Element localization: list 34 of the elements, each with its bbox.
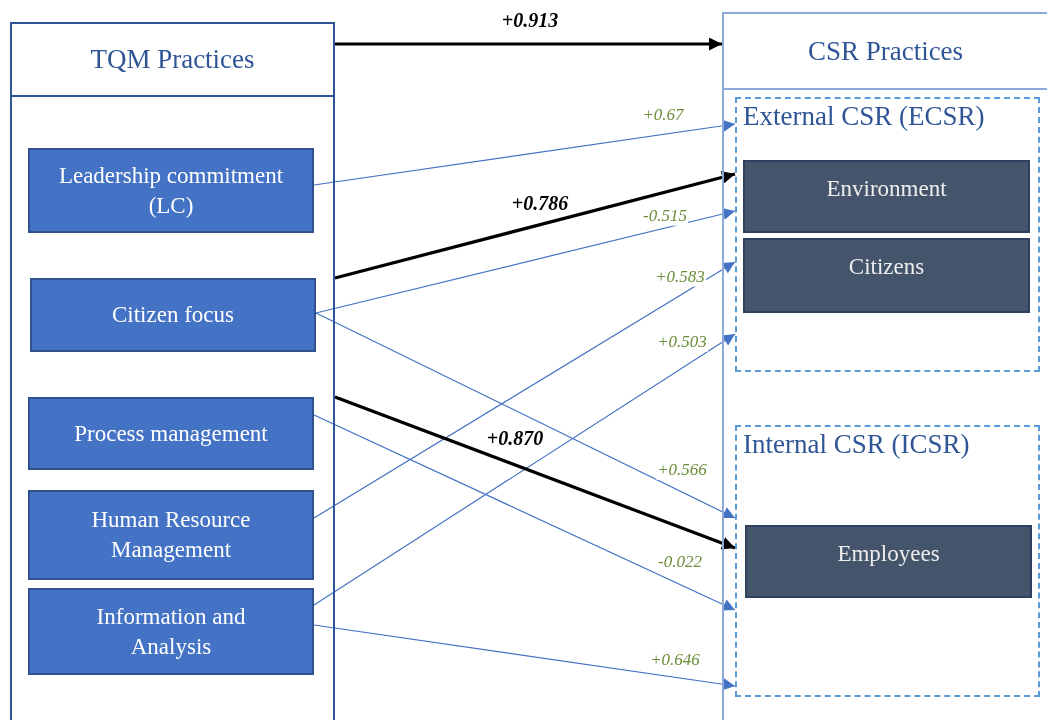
box-label: Leadership commitment (LC) — [58, 161, 284, 220]
box-label: Environment — [826, 175, 947, 203]
group-title: TQM Practices — [90, 44, 255, 75]
factor-box — [28, 588, 314, 675]
box-label: Employees — [837, 540, 940, 568]
factor-box — [28, 397, 314, 470]
arrow — [313, 624, 736, 691]
container-box — [10, 22, 335, 720]
box-label: Citizens — [848, 253, 925, 281]
arrow — [313, 333, 736, 606]
arrow — [334, 171, 736, 280]
dimension-box — [745, 525, 1032, 598]
factor-box — [28, 148, 314, 233]
arrow — [335, 37, 722, 51]
factor-box — [28, 490, 314, 580]
dimension-box — [743, 238, 1030, 313]
box-label: Process management — [74, 419, 268, 448]
box-label: Human Resource Management — [90, 506, 252, 564]
box-label: Information and Analysis — [95, 602, 247, 661]
group-title: External CSR (ECSR) — [743, 101, 986, 132]
arrow — [313, 414, 736, 611]
arrow — [313, 261, 736, 519]
arrow — [315, 312, 736, 519]
container-box — [722, 12, 1047, 720]
arrow — [313, 119, 736, 186]
box-label: Citizen focus — [112, 301, 234, 330]
arrow — [315, 208, 736, 314]
dashed-group-box — [735, 425, 1040, 697]
dimension-box — [743, 160, 1030, 233]
arrow — [334, 395, 736, 550]
factor-box — [30, 278, 316, 352]
group-title: Internal CSR (ICSR) — [743, 429, 971, 460]
dashed-group-box — [735, 97, 1040, 372]
group-title: CSR Practices — [807, 35, 964, 67]
